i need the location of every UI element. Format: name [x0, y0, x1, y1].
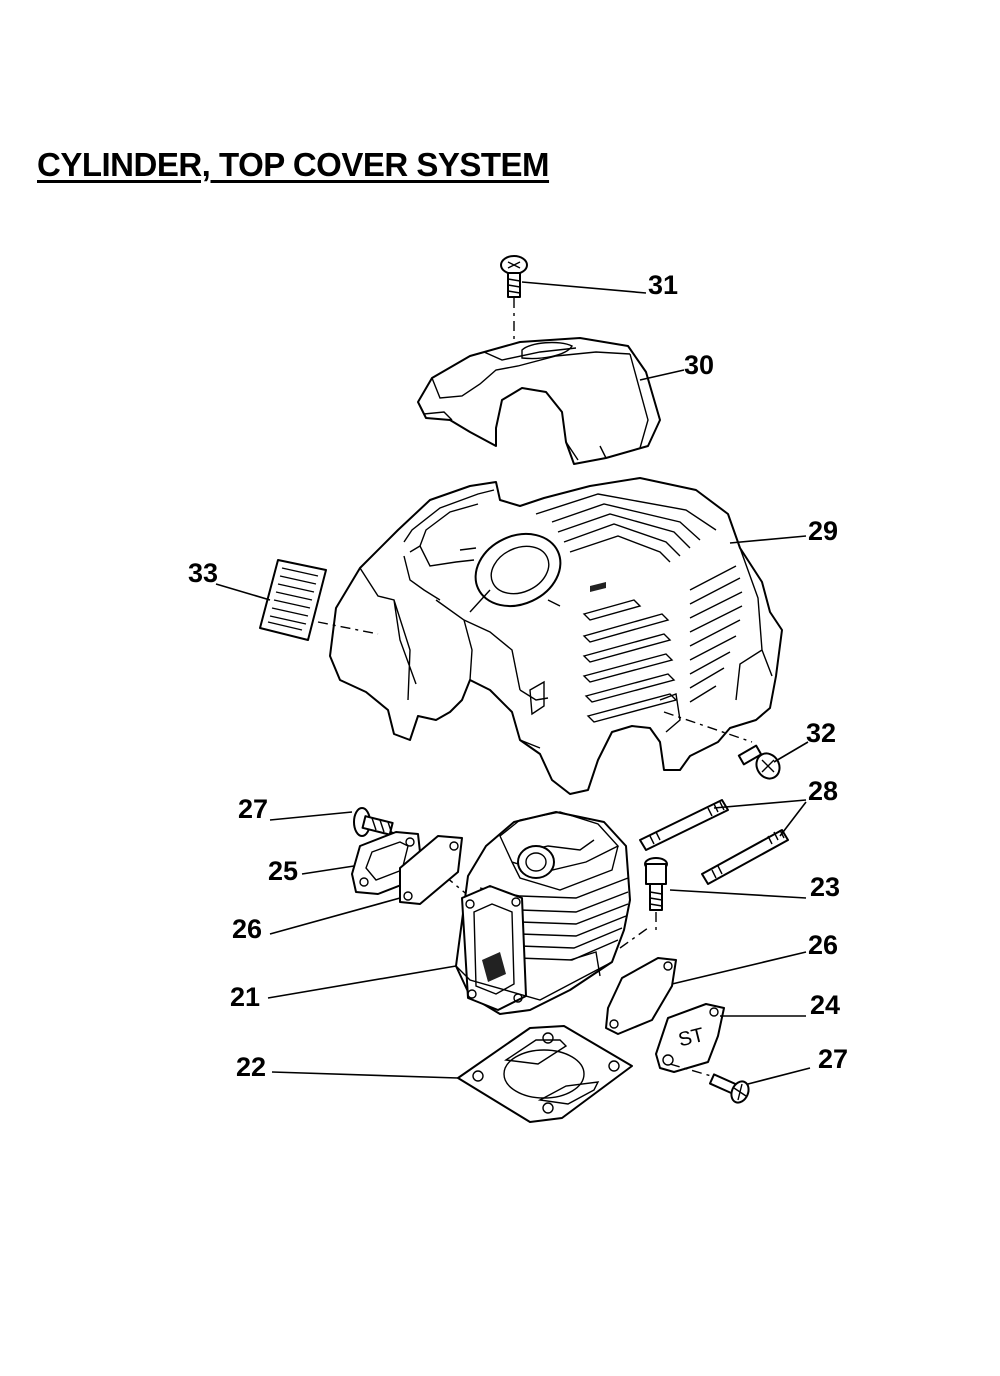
callout-23: 23 — [810, 872, 840, 902]
leader-lines — [215, 281, 811, 1085]
page-title: CYLINDER, TOP COVER SYSTEM — [37, 146, 550, 183]
part-22-base-gasket — [457, 1025, 633, 1123]
callout-labels: 31 30 29 33 32 27 28 25 23 26 26 21 24 2… — [188, 270, 848, 1082]
part-27-screw-upper — [353, 807, 394, 837]
callout-32: 32 — [806, 718, 836, 748]
callout-28: 28 — [808, 776, 838, 806]
callout-24: 24 — [810, 990, 840, 1020]
callout-29: 29 — [808, 516, 838, 546]
part-32-axis — [663, 711, 753, 743]
part-24-axis — [669, 1063, 719, 1079]
part-30-top-cover — [417, 337, 661, 465]
part-33-decal — [259, 559, 327, 641]
part-23-bolt — [644, 857, 668, 911]
part-21-cylinder — [455, 811, 631, 1015]
callout-26-lower: 26 — [808, 930, 838, 960]
part-29-shroud — [329, 477, 783, 795]
part-26-gasket-lower — [605, 957, 677, 1035]
callout-31: 31 — [648, 270, 678, 300]
part-32-screw — [737, 744, 781, 780]
callout-22: 22 — [236, 1052, 266, 1082]
callout-21: 21 — [230, 982, 260, 1012]
part-24-exhaust-plate: ST — [655, 1003, 725, 1073]
part-33-axis — [317, 621, 379, 635]
callout-25: 25 — [268, 856, 298, 886]
callout-27-lower: 27 — [818, 1044, 848, 1074]
callout-30: 30 — [684, 350, 714, 380]
callout-26-upper: 26 — [232, 914, 262, 944]
part-21-axis — [619, 927, 649, 949]
part-26-gasket-upper — [399, 835, 463, 905]
callout-27-upper: 27 — [238, 794, 268, 824]
part-31-screw — [500, 255, 528, 298]
part-28-studs — [639, 799, 789, 885]
part-27-screw-lower — [708, 1073, 750, 1104]
callout-33: 33 — [188, 558, 218, 588]
